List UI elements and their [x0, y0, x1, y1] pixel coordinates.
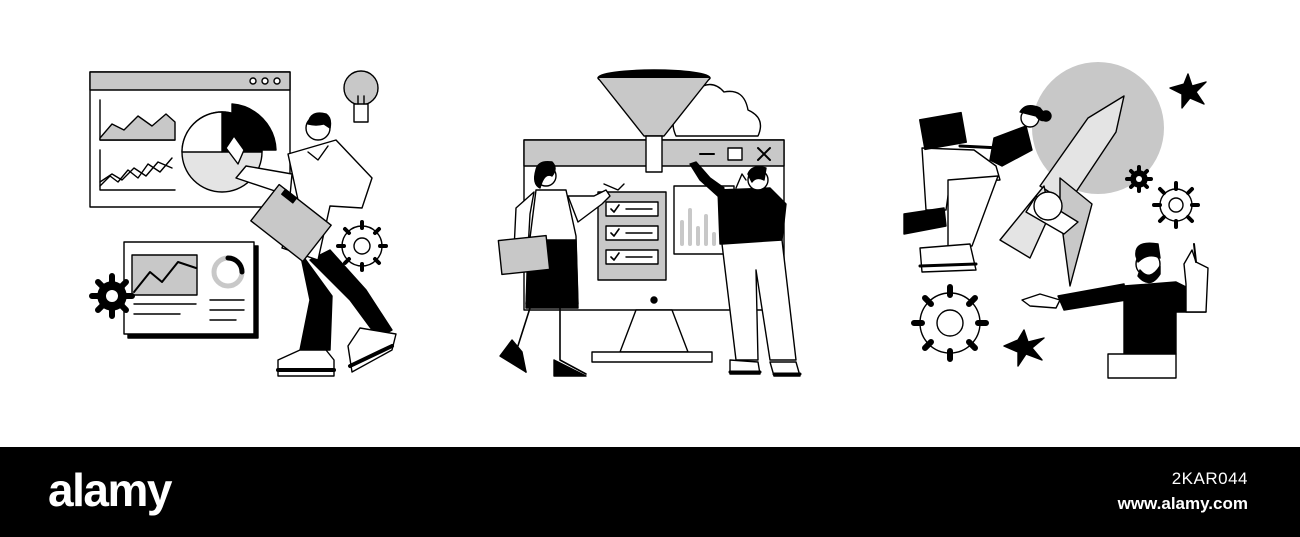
data-analytics-scene	[89, 70, 397, 377]
star-icon	[1169, 73, 1207, 109]
man-with-clipboard	[225, 112, 397, 377]
site-url-label: www.alamy.com	[1117, 494, 1248, 513]
man-giving-idea	[1021, 242, 1209, 379]
woman-with-laptop	[903, 105, 1052, 273]
funnel-icon	[597, 69, 711, 173]
lightbulb-icon	[343, 70, 379, 123]
gear-icon	[1152, 181, 1200, 229]
gear-icon	[336, 220, 388, 272]
watermark-bar: alamy 2KAR044 www.alamy.com	[0, 447, 1300, 537]
illustration-svg	[89, 62, 1209, 379]
rocket-icon	[999, 95, 1125, 287]
woman-with-folder	[497, 160, 625, 377]
star-icon	[1003, 329, 1045, 367]
illustration-area	[89, 62, 1209, 379]
report-card	[123, 241, 259, 339]
gear-icon	[89, 273, 135, 319]
man-pointing-at-screen	[689, 161, 802, 377]
gear-icon	[911, 284, 989, 362]
image-id-label: 2KAR044	[1171, 469, 1248, 488]
data-funnel-scene	[497, 69, 802, 377]
startup-launch-scene	[903, 62, 1209, 379]
gear-icon	[1125, 165, 1153, 193]
brand-logo: alamy	[48, 464, 172, 516]
